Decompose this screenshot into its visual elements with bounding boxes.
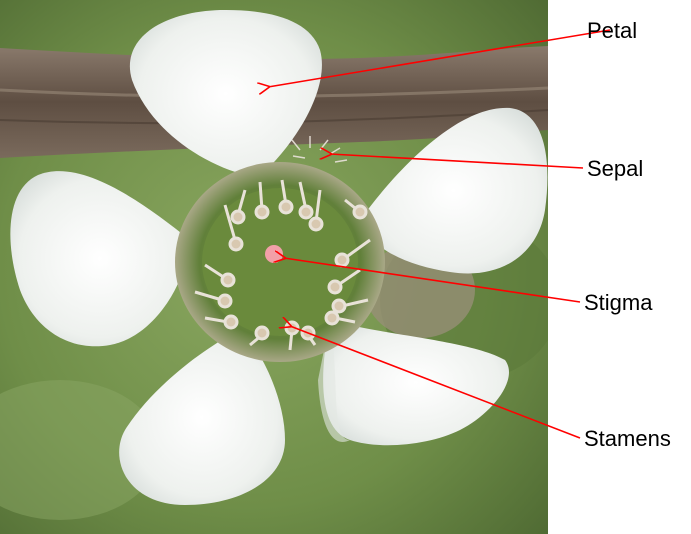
arrow-stigma: [284, 258, 580, 302]
label-petal: Petal: [587, 18, 637, 44]
label-stigma: Stigma: [584, 290, 652, 316]
arrow-sepal: [330, 154, 583, 168]
label-sepal: Sepal: [587, 156, 643, 182]
label-stamens: Stamens: [584, 426, 671, 452]
arrow-petal: [268, 30, 610, 87]
arrow-stamens: [290, 326, 580, 438]
